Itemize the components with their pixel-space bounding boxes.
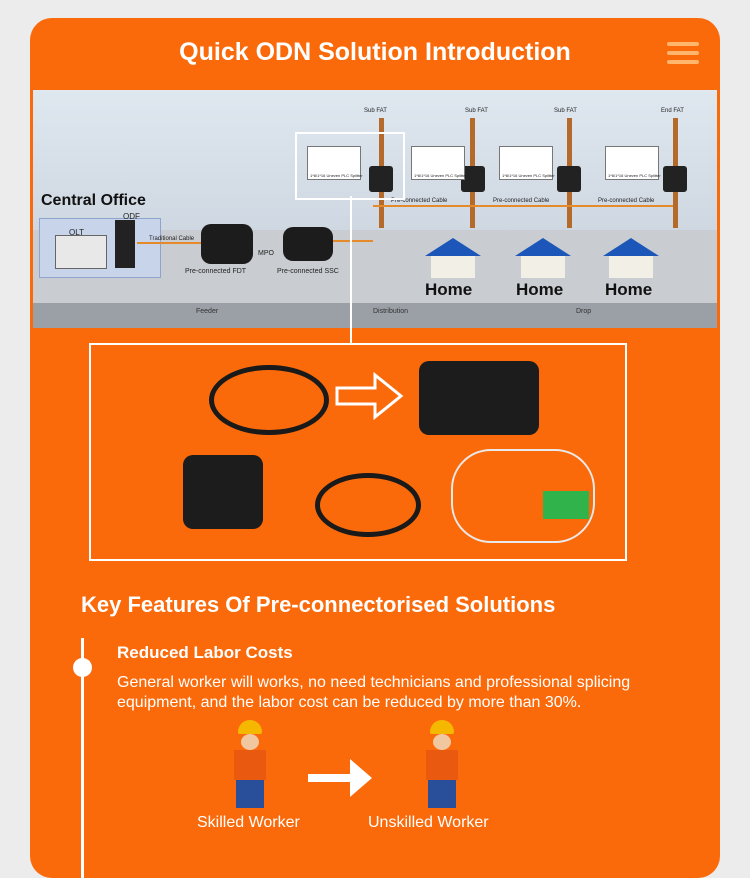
olt-label: OLT [69, 228, 84, 237]
preconnected-cable-label-3: Pre-connected Cable [598, 198, 655, 204]
home-label-1: Home [425, 280, 473, 299]
features-heading: Key Features Of Pre-connectorised Soluti… [81, 592, 556, 617]
sc-connectors-image [543, 491, 589, 519]
distribution-cable-line [373, 205, 673, 207]
ssc-label: Pre-connected SSC [277, 268, 339, 275]
splitter-label-3: 1*8/1*16 Uneven PLC Splitter [502, 173, 555, 178]
traditional-cable-line [137, 242, 203, 244]
preconnected-cable-label-2: Pre-connected Cable [493, 198, 550, 204]
fdt-device [201, 224, 253, 264]
splitter-image-3 [499, 146, 553, 180]
preconnected-cable-label-1: Pre-connected Cable [391, 198, 448, 204]
arrow-right-icon [308, 759, 372, 797]
page-title: Quick ODN Solution Introduction [179, 38, 571, 66]
odf-label: ODF [123, 212, 140, 221]
fat-box-2 [461, 166, 485, 192]
home-house-2 [515, 238, 571, 278]
unskilled-worker-label: Unskilled Worker [368, 814, 489, 831]
splitter-label-2: 1*8/1*16 Uneven PLC Splitter [414, 173, 467, 178]
sub-fat-label-1: Sub FAT [364, 108, 387, 114]
sub-fat-label-2: Sub FAT [465, 108, 488, 114]
end-fat-label: End FAT [661, 108, 684, 114]
splitter-label-4: 1*8/1*16 Uneven PLC Splitter [608, 173, 661, 178]
feeder-cable-line [333, 240, 373, 242]
segment-feeder: Feeder [196, 308, 219, 315]
fat-box-1 [369, 166, 393, 192]
traditional-cable-label: Traditional Cable [149, 236, 195, 242]
segment-distribution: Distribution [373, 308, 409, 315]
highlight-connector [350, 196, 352, 344]
segment-bar [33, 303, 717, 328]
fat-box-3 [557, 166, 581, 192]
splitter-image-4 [605, 146, 659, 180]
home-house-3 [603, 238, 659, 278]
fdt-label: Pre-connected FDT [185, 268, 247, 275]
highlight-box [295, 132, 405, 200]
product-panel [89, 343, 627, 561]
sub-fat-label-3: Sub FAT [554, 108, 577, 114]
timeline-dot [73, 658, 92, 677]
home-label-3: Home [605, 280, 653, 299]
central-office-label: Central Office [41, 192, 146, 209]
ssc-device [283, 227, 333, 261]
plc-splitter-image [451, 449, 595, 543]
skilled-worker-label: Skilled Worker [197, 814, 300, 831]
hamburger-menu-icon[interactable] [667, 42, 701, 64]
connector-closure-image [183, 455, 263, 529]
splitter-image-2 [411, 146, 465, 180]
drop-cable-coil [315, 473, 421, 537]
timeline-line [81, 638, 84, 878]
olt-rack [55, 235, 107, 269]
right-arrow-icon [335, 371, 404, 421]
odn-network-diagram: Central Office OLT ODF Traditional Cable… [33, 90, 717, 328]
splitter-label-1: 1*8/1*16 Uneven PLC Splitter [310, 173, 363, 178]
mpo-label: MPO [258, 250, 274, 257]
terminal-box-image [419, 361, 539, 435]
patch-cable-coil [209, 365, 329, 435]
home-house-1 [425, 238, 481, 278]
splitter-image-1 [307, 146, 361, 180]
fat-box-4 [663, 166, 687, 192]
unskilled-worker-icon [412, 720, 472, 810]
feature-title: Reduced Labor Costs [117, 643, 293, 662]
feature-description: General worker will works, no need techn… [117, 674, 631, 711]
home-label-2: Home [516, 280, 564, 299]
solution-card: Quick ODN Solution Introduction Central … [30, 18, 720, 878]
skilled-worker-icon [220, 720, 280, 810]
segment-drop: Drop [576, 308, 592, 315]
odf-rack [115, 220, 135, 268]
